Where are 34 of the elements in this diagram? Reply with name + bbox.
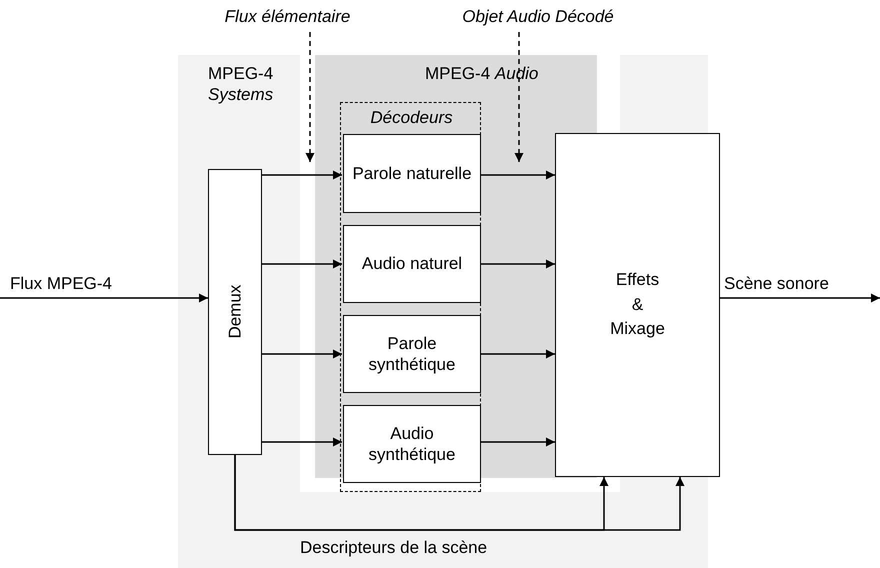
arrow bbox=[480, 260, 555, 268]
region-title: MPEG-4 Systems bbox=[208, 63, 274, 106]
decoder-box bbox=[343, 315, 481, 393]
decoder-box bbox=[343, 134, 481, 213]
decoder-box bbox=[343, 405, 481, 483]
arrow bbox=[234, 455, 684, 531]
box-label: Audio synthétique bbox=[368, 422, 456, 466]
box-label: Demux bbox=[224, 285, 246, 339]
arrow bbox=[262, 438, 342, 446]
mixer-box bbox=[555, 133, 720, 477]
dashed-arrow bbox=[306, 32, 314, 162]
group-title: Décodeurs bbox=[369, 107, 454, 128]
edge-label: Flux MPEG-4 bbox=[10, 274, 112, 294]
demux-box bbox=[208, 169, 262, 455]
arrow bbox=[480, 170, 555, 180]
dashed-arrow bbox=[514, 32, 524, 162]
box-label: Parole synthétique bbox=[368, 332, 456, 376]
annotation-text: Flux élémentaire bbox=[224, 6, 352, 28]
annotation-text: Objet Audio Décodé bbox=[461, 6, 615, 28]
arrow bbox=[480, 438, 555, 446]
region-title: MPEG-4 Audio bbox=[425, 63, 540, 84]
arrow bbox=[262, 260, 342, 268]
box-label: Parole naturelle bbox=[351, 162, 473, 184]
decoder-group bbox=[340, 102, 481, 492]
arrow bbox=[720, 294, 880, 302]
edge-label: Scène sonore bbox=[724, 274, 829, 294]
arrow bbox=[0, 294, 208, 302]
box-label: Effets & Mixage bbox=[609, 269, 666, 340]
decoder-box bbox=[343, 225, 481, 303]
arrow bbox=[480, 350, 555, 358]
arrow bbox=[262, 350, 342, 358]
box-label: Audio naturel bbox=[360, 253, 464, 275]
caption-text: Descripteurs de la scène bbox=[300, 538, 488, 558]
arrow bbox=[262, 170, 342, 180]
